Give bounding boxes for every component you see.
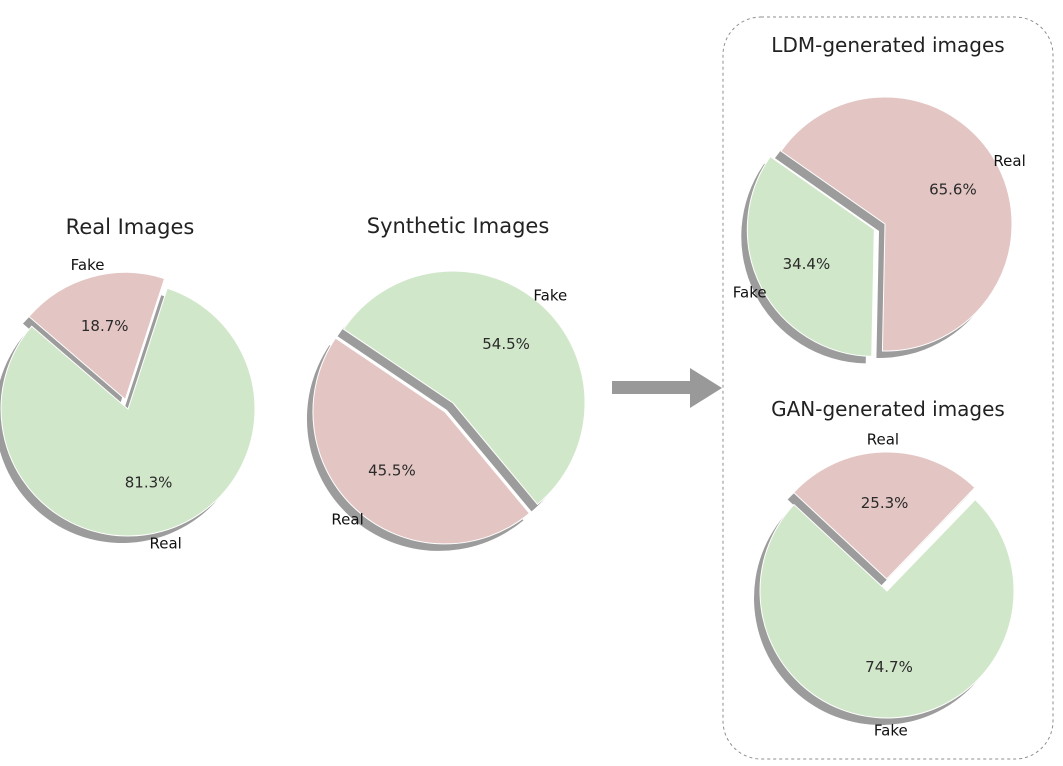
pie-slice-category-label: Fake [71, 256, 105, 274]
pie-slice-percent-label: 74.7% [865, 658, 913, 676]
pie-slice-fake [342, 270, 586, 506]
chart-title-ldm-generated: LDM-generated images [771, 33, 1004, 57]
pie-slice-real [0, 287, 256, 537]
right-arrow-icon [612, 368, 722, 408]
pie-slice-fake [759, 498, 1015, 719]
pie-chart-2: 45.5% Real 54.5% Fake [306, 270, 586, 551]
pie-slice-percent-label: 45.5% [368, 462, 416, 480]
chart-title-real-images: Real Images [66, 215, 195, 239]
pie-chart-3: 34.4% Fake 65.6% Real [733, 96, 1026, 364]
chart-title-synthetic-images: Synthetic Images [367, 214, 550, 238]
pie-chart-4: 25.3% Real 74.7% Fake [754, 430, 1015, 740]
pie-slice-category-label: Real [993, 152, 1025, 170]
pie-slice-fake [28, 271, 166, 401]
pie-slice-real [780, 96, 1013, 352]
pie-slice-real [792, 451, 976, 580]
pie-chart-1: 18.7% Fake 81.3% Real [0, 256, 256, 553]
pie-slice-real [312, 337, 531, 545]
pie-slice-category-label: Fake [733, 284, 767, 302]
chart-title-gan-generated: GAN-generated images [771, 397, 1005, 421]
pie-slice-percent-label: 54.5% [482, 335, 530, 353]
pie-slice-fake [746, 155, 875, 357]
pie-slice-category-label: Real [150, 535, 182, 553]
pie-slice-category-label: Fake [874, 722, 908, 740]
pie-slice-percent-label: 18.7% [81, 317, 129, 335]
generator-group-box [722, 16, 1054, 760]
pie-slice-percent-label: 81.3% [125, 473, 173, 491]
pie-slice-category-label: Fake [533, 286, 567, 304]
pie-slice-category-label: Real [331, 511, 363, 529]
pie-slice-category-label: Real [867, 430, 899, 448]
pie-slice-percent-label: 34.4% [783, 255, 831, 273]
pie-slice-percent-label: 25.3% [861, 494, 909, 512]
pie-slice-percent-label: 65.6% [929, 181, 977, 199]
